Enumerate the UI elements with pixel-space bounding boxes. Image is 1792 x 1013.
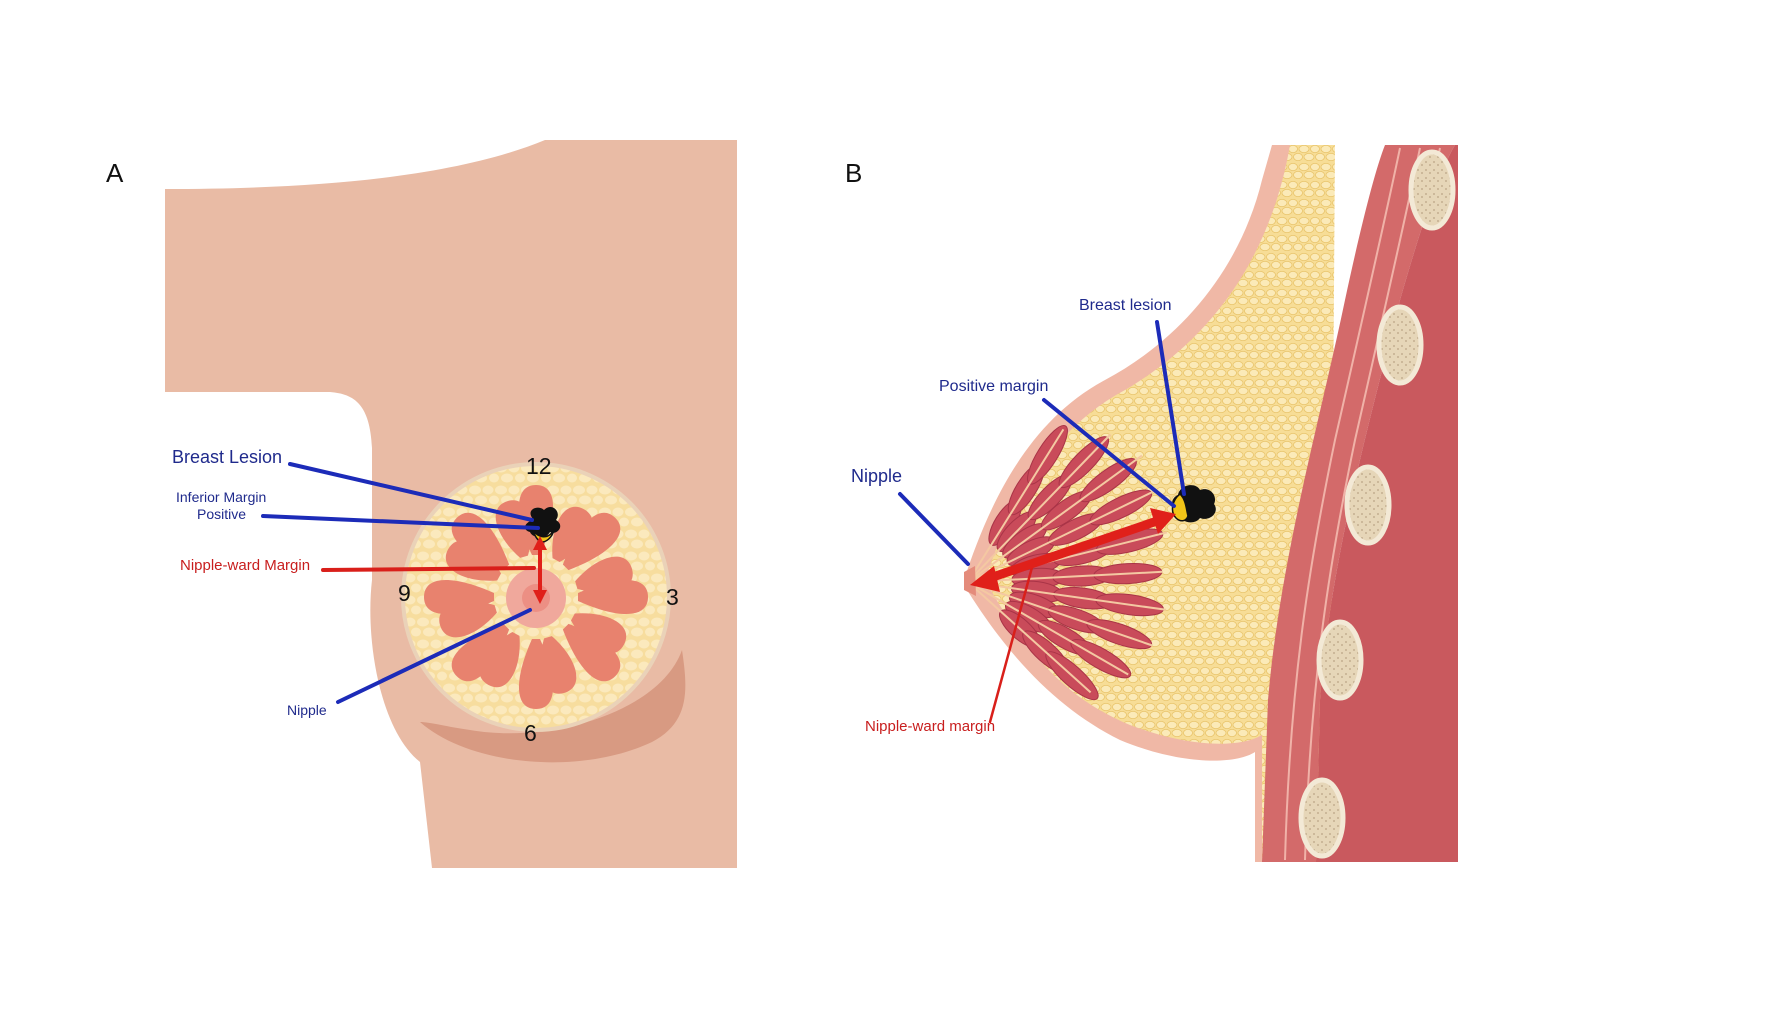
label-nipple-a: Nipple	[287, 702, 327, 718]
label-breast-lesion-a: Breast Lesion	[172, 447, 282, 468]
rib	[1379, 307, 1421, 383]
label-positive-margin: Positive margin	[939, 378, 1048, 396]
rib	[1347, 467, 1389, 543]
panel-a-letter: A	[106, 158, 123, 189]
label-nipple-ward-margin-a: Nipple-ward Margin	[180, 557, 310, 574]
clock-6: 6	[524, 720, 537, 747]
rib	[1319, 622, 1361, 698]
label-inferior-margin-line2: Positive	[197, 506, 246, 522]
label-inferior-margin-line1: Inferior Margin	[176, 489, 266, 505]
clock-3: 3	[666, 584, 679, 611]
label-nipple-b: Nipple	[851, 466, 902, 487]
nipple-center	[522, 584, 550, 612]
pointer-nipple-b	[900, 494, 968, 564]
pointer-nipple-ward-margin-a	[323, 568, 534, 570]
clock-9: 9	[398, 580, 411, 607]
rib	[1411, 152, 1453, 228]
rib	[1301, 780, 1343, 856]
label-nipple-ward-margin-b: Nipple-ward margin	[865, 718, 995, 735]
clock-12: 12	[526, 453, 552, 480]
nipple-tip	[964, 566, 976, 596]
label-breast-lesion-b: Breast lesion	[1079, 297, 1172, 315]
panel-b-letter: B	[845, 158, 862, 189]
